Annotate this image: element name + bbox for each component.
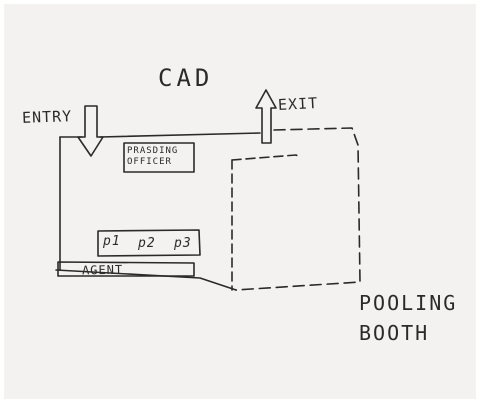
booth-label-p3: p3 xyxy=(174,236,192,251)
entry-arrow-icon xyxy=(77,105,104,157)
exit-label: EXIT xyxy=(277,93,319,115)
booth-label-p1: p1 xyxy=(103,234,121,249)
top-wall-middle xyxy=(99,132,261,138)
paper-sheet xyxy=(4,4,476,399)
exit-arrow-icon xyxy=(255,89,277,144)
agent-label: AGENT xyxy=(81,262,124,278)
bottom-wall xyxy=(55,269,237,291)
officer-label: PRASDING OFFICER xyxy=(127,146,179,167)
entry-label: ENTRY xyxy=(21,107,73,127)
polling-booth-label: POOLING BOOTH xyxy=(359,291,458,345)
officer-desk xyxy=(123,142,195,173)
booth-label-p2: p2 xyxy=(138,236,156,251)
booth-outline-dashed xyxy=(235,127,361,291)
booth-partition-top xyxy=(231,154,301,161)
booth-table xyxy=(97,229,201,257)
cad-title: CAD xyxy=(158,64,214,92)
agent-bench xyxy=(57,261,195,277)
